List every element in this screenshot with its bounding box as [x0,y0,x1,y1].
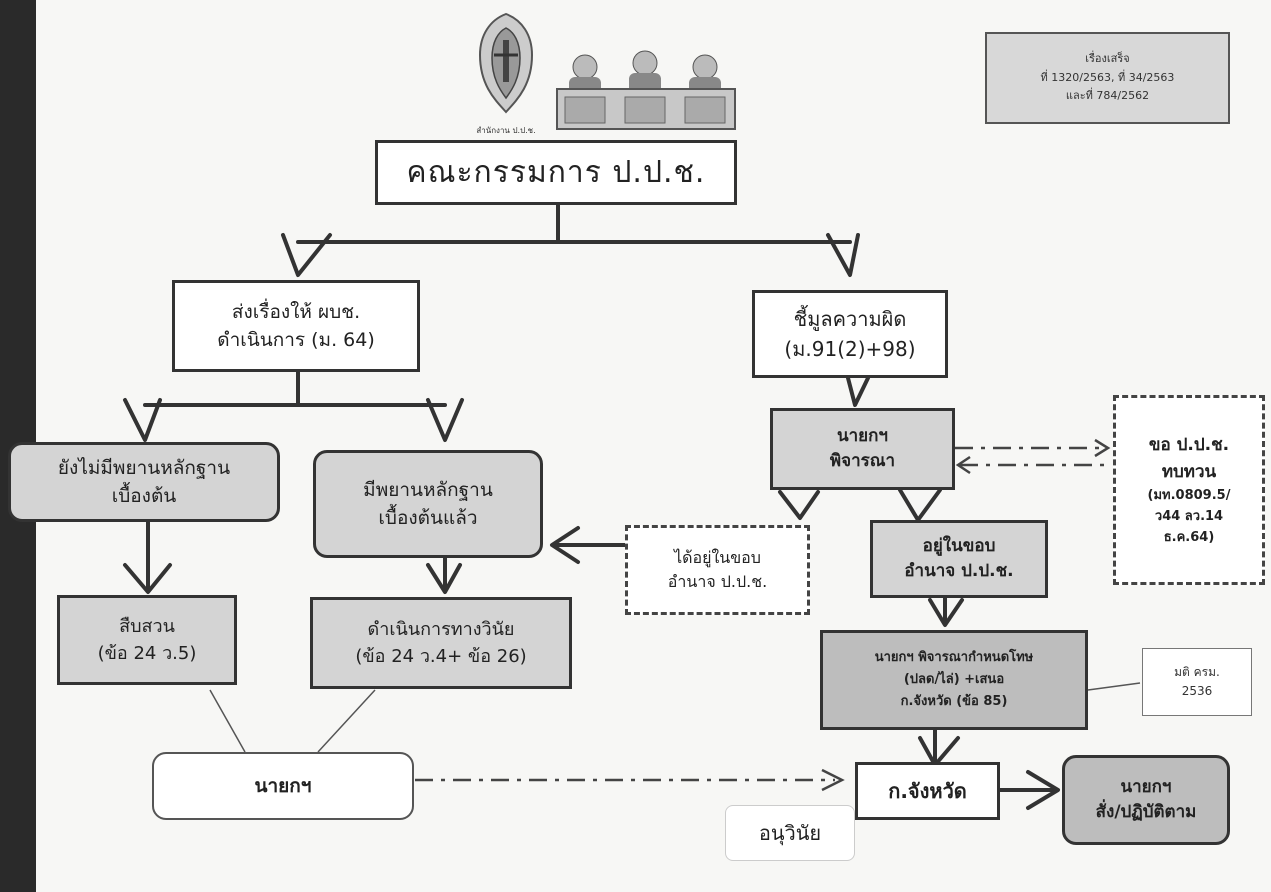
arrow-to-mayor-order [1026,770,1060,810]
node-indict: ชี้มูลความผิด (ม.91(2)+98) [752,290,948,378]
cabinet-line-2: 2536 [1181,684,1213,698]
no-evidence-line-1: ยังไม่มีพยานหลักฐาน [57,456,231,479]
investigate-line-1: สืบสวน [119,616,175,637]
indict-line-2: (ม.91(2)+98) [784,337,916,361]
node-cabinet-resolution: มติ ครม. 2536 [1142,648,1252,716]
reference-line-1: เรื่องเสร็จ [1085,51,1130,65]
node-request-review: ขอ ป.ป.ช. ทบทวน (มท.0809.5/ ว44 ลว.14 ธ.… [1113,395,1265,585]
reference-scroll-note: เรื่องเสร็จ ที่ 1320/2563, ที่ 34/2563 แ… [985,32,1230,124]
investigate-line-2: (ข้อ 24 ว.5) [97,643,197,664]
agency-seal-logo: สำนักงาน ป.ป.ช. [470,10,542,135]
arrow-to-send-governor [281,233,332,277]
arrow-to-has-evidence [426,398,464,442]
within-authority-line-1: อยู่ในขอบ [922,535,996,556]
request-review-line-4: ว44 ลว.14 [1154,508,1224,524]
mayor-penalty-line-3: ก.จังหวัด (ข้อ 85) [900,694,1008,710]
request-review-line-3: (มท.0809.5/ [1147,487,1231,503]
node-disciplinary: ดำเนินการทางวินัย (ข้อ 24 ว.4+ ข้อ 26) [310,597,572,689]
reference-line-2: ที่ 1320/2563, ที่ 34/2563 [1040,70,1175,84]
arrow-to-within-authority [898,488,942,522]
send-governor-line-1: ส่งเรื่องให้ ผบช. [231,300,361,323]
committee-title: คณะกรรมการ ป.ป.ช. [375,140,737,205]
node-no-evidence: ยังไม่มีพยานหลักฐาน เบื้องต้น [8,442,280,522]
arrow-to-outside-authority [778,490,820,520]
arrow-to-no-evidence [123,398,162,442]
arrow-to-mayor-consider [846,376,870,407]
sub-discipline-label: อนุวินัย [758,821,822,845]
committee-title-text: คณะกรรมการ ป.ป.ช. [406,155,706,190]
mayor-penalty-line-2: (ปลด/ไล่) +เสนอ [903,671,1005,687]
mayor-order-line-2: สั่ง/ปฏิบัติตาม [1095,802,1197,822]
has-evidence-line-1: มีพยานหลักฐาน [363,478,493,501]
cabinet-line-1: มติ ครม. [1174,664,1220,679]
outside-authority-line-2: อำนาจ ป.ป.ช. [667,572,768,591]
has-evidence-line-2: เบื้องต้นแล้ว [378,507,478,529]
node-investigate: สืบสวน (ข้อ 24 ว.5) [57,595,237,685]
node-has-evidence: มีพยานหลักฐาน เบื้องต้นแล้ว [313,450,543,558]
request-review-line-2: ทบทวน [1161,461,1217,482]
reference-line-3: และที่ 784/2562 [1065,89,1150,103]
node-within-authority: อยู่ในขอบ อำนาจ ป.ป.ช. [870,520,1048,598]
node-mayor-penalty: นายกฯ พิจารณากำหนดโทษ (ปลด/ไล่) +เสนอ ก.… [820,630,1088,730]
mayor-consider-line-1: นายกฯ [837,425,888,446]
node-mayor-consider: นายกฯ พิจารณา [770,408,955,490]
mayor-label: นายกฯ [254,774,312,797]
mayor-penalty-line-1: นายกฯ พิจารณากำหนดโทษ [874,649,1034,665]
node-sub-discipline: อนุวินัย [725,805,855,861]
committee-illustration [555,45,737,131]
arrow-to-disciplinary [426,563,462,594]
outside-authority-line-1: ได้อยู่ในขอบ [674,548,761,567]
provincial-label: ก.จังหวัด [888,779,967,803]
arrow-to-provincial [918,736,960,767]
mayor-consider-line-2: พิจารณา [829,451,896,471]
node-mayor-order: นายกฯ สั่ง/ปฏิบัติตาม [1062,755,1230,845]
within-authority-line-2: อำนาจ ป.ป.ช. [904,561,1014,581]
mayor-order-line-1: นายกฯ [1120,776,1172,797]
disciplinary-line-2: (ข้อ 24 ว.4+ ข้อ 26) [355,646,527,667]
node-send-to-governor: ส่งเรื่องให้ ผบช. ดำเนินการ (ม. 64) [172,280,420,372]
node-mayor: นายกฯ [152,752,414,820]
send-governor-line-2: ดำเนินการ (ม. 64) [217,329,375,351]
node-provincial-committee: ก.จังหวัด [855,762,1000,820]
indict-line-1: ชี้มูลความผิด [793,307,907,331]
node-outside-authority: ได้อยู่ในขอบ อำนาจ ป.ป.ช. [625,525,810,615]
arrow-to-mayor-penalty [928,598,964,627]
request-review-line-5: ธ.ค.64) [1163,529,1215,545]
arrow-to-investigate [123,563,172,594]
disciplinary-line-1: ดำเนินการทางวินัย [367,619,515,640]
arrow-to-has-evidence-from-outside [550,526,580,564]
logo-caption: สำนักงาน ป.ป.ช. [476,126,536,135]
arrow-to-indict [826,233,860,277]
no-evidence-line-2: เบื้องต้น [111,485,177,507]
request-review-line-1: ขอ ป.ป.ช. [1148,434,1230,455]
